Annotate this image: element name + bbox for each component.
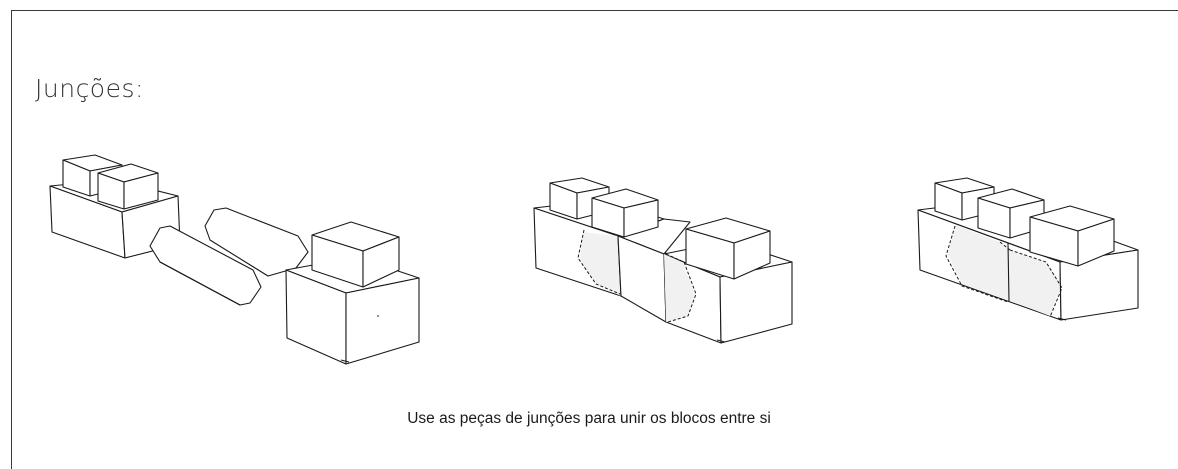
section-title: Junções:	[35, 74, 144, 103]
fully-joined-blocks-illustration	[917, 177, 1139, 321]
exploded-junction-illustration	[49, 154, 420, 365]
caption-text: Use as peças de junções para unir os blo…	[407, 410, 771, 427]
page-frame	[11, 10, 1178, 469]
partially-joined-blocks-illustration	[533, 177, 793, 344]
